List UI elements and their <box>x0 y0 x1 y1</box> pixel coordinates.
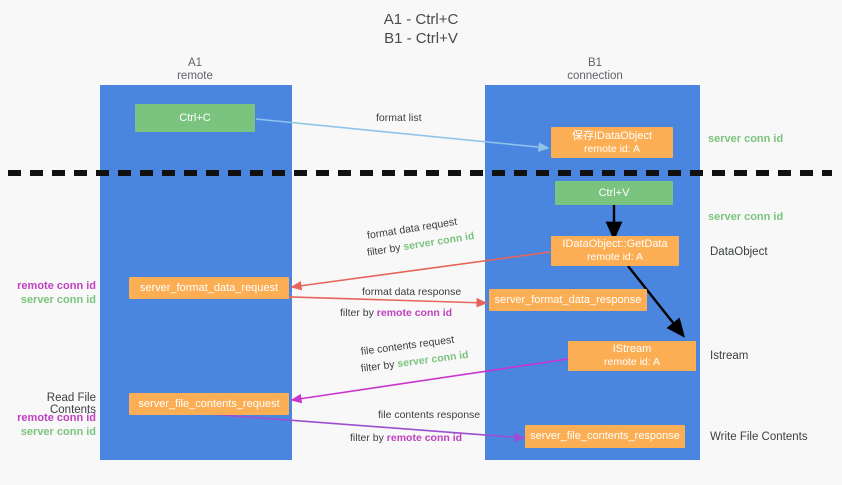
label-group-conn-ids-2: remote conn id server conn id <box>8 411 96 439</box>
box-server-format-data-request[interactable]: server_format_data_request <box>129 277 289 299</box>
box-server-format-data-response[interactable]: server_format_data_response <box>489 289 647 311</box>
box-istream[interactable]: IStream remote id: A <box>568 341 696 371</box>
box-getdata[interactable]: IDataObject::GetData remote id: A <box>551 236 679 266</box>
box-server-file-contents-request[interactable]: server_file_contents_request <box>129 393 289 415</box>
box-server-format-data-response-label: server_format_data_response <box>494 293 642 306</box>
box-server-format-data-request-label: server_format_data_request <box>139 281 279 294</box>
box-server-file-contents-response-label: server_file_contents_response <box>530 430 680 442</box>
arrow-format-data-request <box>290 251 551 291</box>
label-server-conn-id-2: server conn id <box>708 211 784 223</box>
arrow-format-list <box>255 118 550 152</box>
box-getdata-line2: remote id: A <box>586 251 644 263</box>
column-a1-sub: remote <box>177 70 213 82</box>
edge-label-format-data-response: format data response filter by remote co… <box>340 285 462 320</box>
arrow-getdata-istream <box>627 265 685 338</box>
edge-label-file-contents-response: file contents response filter by remote … <box>350 408 481 445</box>
label-server-conn-id-3: server conn id <box>20 294 96 306</box>
label-group-conn-ids-1: remote conn id server conn id <box>8 279 96 307</box>
box-istream-line1: IStream <box>612 343 652 355</box>
edge-label-format-data-request-prefix: filter by <box>366 241 405 259</box>
box-getdata-line1: IDataObject::GetData <box>562 238 668 250</box>
arrow-file-contents-request <box>290 358 569 404</box>
edge-label-file-contents-request-prefix: filter by <box>360 358 399 375</box>
edge-label-format-list: format list <box>376 112 422 124</box>
box-idataobject-line2: remote id: A <box>583 142 641 155</box>
box-server-file-contents-response[interactable]: server_file_contents_response <box>525 425 685 448</box>
box-ctrl-c[interactable]: Ctrl+C <box>135 104 255 132</box>
column-b1-sub: connection <box>567 70 623 82</box>
box-idataobject[interactable]: 保存IDataObject remote id: A <box>551 127 673 158</box>
label-write-file-contents: Write File Contents <box>710 431 808 443</box>
column-b1-name: B1 <box>587 57 603 69</box>
label-dataobject: DataObject <box>710 246 768 258</box>
edge-label-file-contents-response-line1: file contents response <box>378 409 481 421</box>
column-a1-name: A1 <box>187 57 203 69</box>
edge-label-file-contents-request: file contents request filter by server c… <box>360 334 469 376</box>
box-ctrl-v-label: Ctrl+V <box>598 186 630 199</box>
label-remote-conn-id-2: remote conn id <box>17 412 96 424</box>
box-ctrl-v[interactable]: Ctrl+V <box>555 181 673 205</box>
box-server-file-contents-request-label: server_file_contents_request <box>138 397 280 410</box>
edge-label-format-data-response-key: remote conn id <box>376 307 453 319</box>
label-remote-conn-id-1: remote conn id <box>17 280 96 292</box>
edge-label-file-contents-response-prefix: filter by <box>350 432 387 444</box>
edge-label-file-contents-response-key: remote conn id <box>386 432 463 444</box>
box-istream-line2: remote id: A <box>603 356 661 368</box>
edge-label-format-data-response-line1: format data response <box>362 286 462 298</box>
label-read-file-contents: Read File Contents <box>46 392 96 416</box>
edge-label-format-data-request: format data request filter by server con… <box>366 216 475 260</box>
label-server-conn-id-4: server conn id <box>20 426 96 438</box>
page-title: A1 - Ctrl+C B1 - Ctrl+V <box>383 11 459 47</box>
box-idataobject-line1: 保存IDataObject <box>571 129 653 142</box>
box-ctrl-c-label: Ctrl+C <box>179 111 211 124</box>
label-server-conn-id-1: server conn id <box>708 133 784 145</box>
edge-label-format-data-response-prefix: filter by <box>340 307 377 319</box>
label-istream: Istream <box>710 350 749 362</box>
